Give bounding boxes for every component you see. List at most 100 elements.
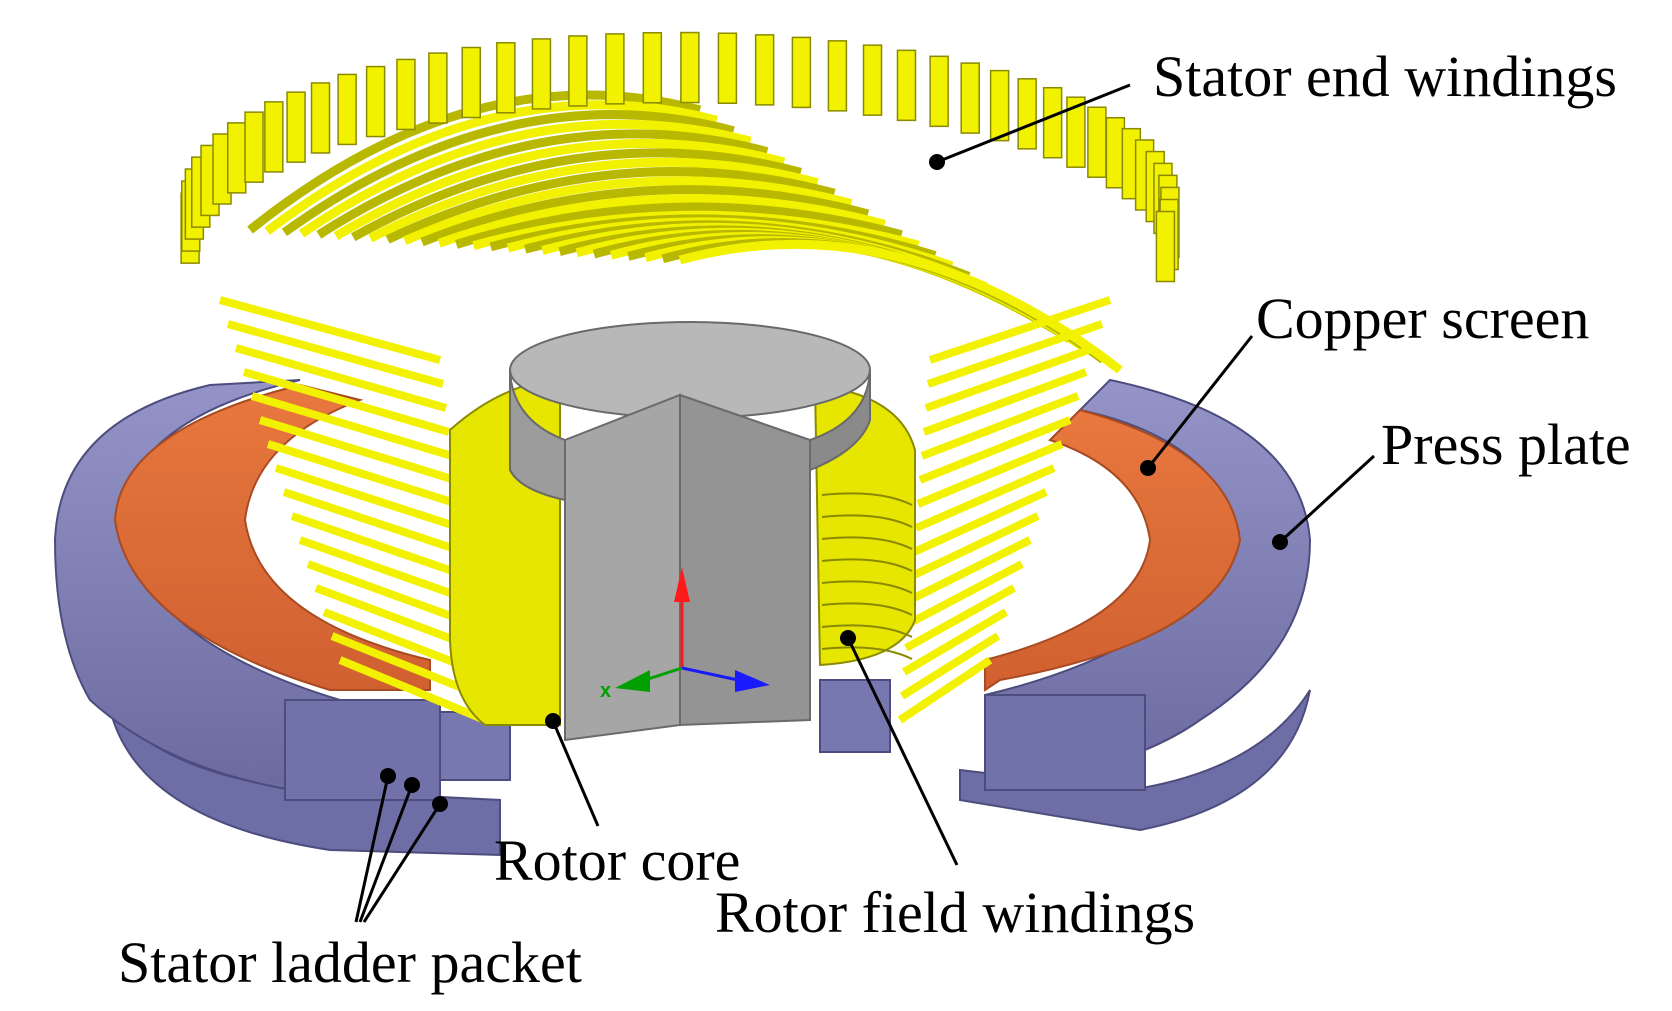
leader-stator-ladder-1 bbox=[354, 775, 390, 923]
end-winding-bar bbox=[437, 194, 886, 248]
field-winding-turn bbox=[821, 536, 913, 550]
end-winding-flank-bar-left bbox=[258, 416, 457, 484]
label-stator-ladder-packet: Stator ladder packet bbox=[118, 930, 582, 995]
end-winding-bar bbox=[281, 110, 735, 237]
end-winding-bar bbox=[368, 157, 819, 243]
end-winding-bar bbox=[351, 148, 802, 242]
press-plate-inner-block-right bbox=[819, 679, 891, 753]
axis-y-arrowhead bbox=[735, 670, 770, 692]
label-rotor-core: Rotor core bbox=[494, 828, 741, 893]
end-winding-bar bbox=[316, 129, 769, 239]
end-winding-tab bbox=[365, 65, 386, 138]
end-winding-tab bbox=[754, 34, 775, 106]
end-winding-flank-bar-right bbox=[910, 512, 1040, 580]
end-winding-tab bbox=[680, 31, 700, 104]
leader-press-plate bbox=[1278, 454, 1376, 544]
callout-leaders bbox=[354, 83, 1376, 923]
axis-x-line bbox=[644, 666, 683, 682]
stator-end-windings bbox=[180, 31, 1180, 724]
end-winding-flank-bar-right bbox=[926, 320, 1104, 388]
leader-rotor-core bbox=[551, 720, 600, 827]
end-winding-tab bbox=[310, 82, 331, 154]
end-winding-tab bbox=[717, 32, 738, 104]
end-winding-tab bbox=[791, 36, 812, 109]
end-winding-flank-bar-right bbox=[899, 632, 1001, 700]
end-winding-bar bbox=[403, 176, 853, 245]
end-winding-flank-bar-right bbox=[904, 584, 1016, 652]
end-winding-tab bbox=[531, 38, 552, 110]
leader-stator-ladder-2 bbox=[358, 784, 414, 923]
end-winding-flank-bar-right bbox=[897, 656, 993, 724]
leader-stator-end-windings bbox=[936, 83, 1131, 164]
copper-screen-left bbox=[113, 383, 431, 691]
axis-x-arrowhead bbox=[615, 670, 650, 692]
end-winding-tab bbox=[896, 49, 917, 122]
copper-screen bbox=[113, 383, 1242, 692]
end-winding-flank-bar-left bbox=[218, 296, 442, 364]
axis-x-label: x bbox=[600, 680, 611, 702]
end-winding-tab bbox=[960, 62, 980, 134]
end-winding-tab bbox=[642, 32, 663, 104]
end-winding-flank-bar-left bbox=[290, 512, 469, 580]
end-winding-flank-bar-left bbox=[306, 560, 475, 628]
rotor-field-winding-turns bbox=[821, 492, 913, 660]
end-winding-flank-bar-left bbox=[298, 536, 472, 604]
end-winding-flank-bar-left bbox=[242, 368, 451, 436]
field-winding-turn bbox=[821, 580, 913, 594]
end-winding-tab bbox=[929, 55, 949, 128]
field-winding-turn bbox=[821, 624, 913, 638]
end-winding-tab bbox=[286, 91, 306, 163]
leader-dot-rotor-core bbox=[545, 713, 561, 729]
end-winding-flank-bar-left bbox=[282, 488, 466, 556]
label-stator-end-windings: Stator end windings bbox=[1153, 44, 1617, 109]
end-winding-flank-bar-right bbox=[918, 416, 1072, 484]
rotor-core-left-side bbox=[509, 369, 566, 502]
end-winding-flank-bar-right bbox=[901, 608, 1009, 676]
end-winding-tab bbox=[1066, 96, 1086, 168]
end-winding-bar bbox=[420, 185, 870, 247]
end-winding-flank-bar-left bbox=[234, 344, 448, 412]
end-winding-bar bbox=[678, 239, 1123, 374]
end-winding-tab bbox=[1087, 106, 1107, 178]
end-winding-flank-bar-left bbox=[274, 464, 463, 532]
end-winding-flank-bar-right bbox=[908, 536, 1032, 604]
end-winding-tab bbox=[461, 46, 481, 119]
end-winding-tab bbox=[568, 35, 588, 107]
end-winding-flank-bar-left bbox=[250, 392, 454, 460]
end-winding-tab bbox=[428, 52, 448, 124]
label-press-plate: Press plate bbox=[1381, 412, 1631, 477]
end-winding-bar bbox=[299, 119, 752, 238]
end-winding-flank-bar-right bbox=[914, 464, 1056, 532]
axis-y-line bbox=[681, 666, 739, 682]
press-plate-lower-tier-right bbox=[959, 689, 1311, 832]
end-winding-tab bbox=[605, 33, 625, 105]
end-winding-bar bbox=[333, 138, 786, 240]
end-winding-tab bbox=[862, 44, 883, 116]
label-copper-screen: Copper screen bbox=[1256, 286, 1590, 351]
field-winding-turn bbox=[821, 558, 913, 572]
end-winding-bar bbox=[385, 167, 836, 244]
end-winding-tab bbox=[264, 101, 284, 173]
rotor-core-cut-face-right bbox=[679, 393, 811, 727]
label-rotor-field-windings: Rotor field windings bbox=[715, 880, 1196, 945]
rotor-core-right-side bbox=[809, 369, 871, 472]
leader-dot-stator-ladder-2 bbox=[404, 777, 420, 793]
end-winding-tab bbox=[396, 58, 416, 131]
end-winding-tab bbox=[989, 69, 1010, 142]
leader-dot-stator-ladder-3 bbox=[432, 796, 448, 812]
leader-dot-stator-ladder-1 bbox=[380, 768, 396, 784]
end-winding-tab bbox=[1042, 86, 1063, 159]
end-winding-tab bbox=[337, 73, 357, 146]
end-winding-tab bbox=[1017, 78, 1037, 150]
leader-rotor-field-windings bbox=[846, 637, 959, 866]
end-winding-bar bbox=[264, 100, 718, 235]
press-plate-cut-face-right bbox=[984, 694, 1146, 791]
field-winding-turn bbox=[821, 602, 913, 616]
leader-dot-press-plate bbox=[1272, 534, 1288, 550]
copper-screen-right bbox=[984, 408, 1242, 692]
field-winding-turn bbox=[821, 514, 913, 528]
field-winding-turn bbox=[821, 492, 913, 506]
field-winding-turn bbox=[821, 646, 913, 660]
end-winding-flank-bar-left bbox=[266, 440, 460, 508]
